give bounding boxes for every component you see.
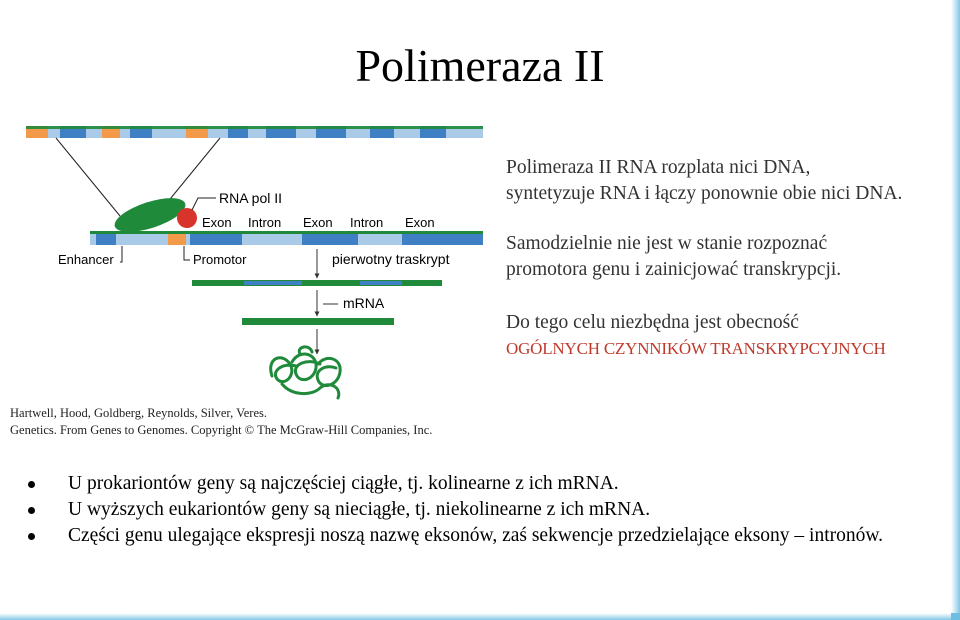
- rna-pol-pointer: [192, 198, 216, 210]
- text-line: Do tego celu niezbędna jest obecność: [506, 310, 886, 336]
- text-line: syntetyzuje RNA i łączy ponownie obie ni…: [506, 181, 902, 207]
- rna-pol-circle: [177, 208, 197, 228]
- exon-region-1: [190, 234, 242, 245]
- promotor-label: Promotor: [193, 252, 247, 267]
- promotor-pointer: [184, 246, 190, 260]
- bullet-item: U wyższych eukariontów geny są nieciągłe…: [28, 498, 928, 521]
- credit-line-2: Genetics. From Genes to Genomes. Copyrig…: [10, 422, 432, 439]
- exon-region-3: [402, 234, 483, 245]
- bullet-list: U prokariontów geny są najczęściej ciągł…: [28, 472, 928, 550]
- exon-region-2: [302, 234, 358, 245]
- text-line: Samodzielnie nie jest w stanie rozpoznać: [506, 231, 841, 257]
- mrna-label: mRNA: [343, 295, 385, 311]
- bullet-text: U wyższych eukariontów geny są nieciągłe…: [68, 499, 650, 520]
- highlight-text: OGÓLNYCH CZYNNIKÓW TRANSKRYPCYJNYCH: [506, 336, 886, 362]
- paragraph-general-factors: Do tego celu niezbędna jest obecność OGÓ…: [506, 310, 886, 362]
- bullet-text: Części genu ulegające ekspresji noszą na…: [68, 525, 883, 546]
- credit-line-1: Hartwell, Hood, Goldberg, Reynolds, Silv…: [10, 405, 432, 422]
- bullet-item: U prokariontów geny są najczęściej ciągł…: [28, 472, 928, 495]
- exon-label-3: Exon: [405, 215, 435, 230]
- slide-edge-bottom: [0, 613, 960, 620]
- text-line: promotora genu i zainicjować transkrypcj…: [506, 257, 841, 283]
- text-line: Polimeraza II RNA rozplata nici DNA,: [506, 155, 902, 181]
- rna-pol-label: RNA pol II: [219, 190, 282, 206]
- bullet-icon: [28, 533, 35, 540]
- enhancer-region: [96, 234, 116, 245]
- enhancer-label: Enhancer: [58, 252, 114, 267]
- primary-transcript: [192, 280, 442, 286]
- exon-label-2: Exon: [303, 215, 333, 230]
- bullet-icon: [28, 507, 35, 514]
- dna-strip-main: [90, 231, 483, 245]
- paragraph-promoter-recognition: Samodzielnie nie jest w stanie rozpoznać…: [506, 231, 841, 283]
- transcription-diagram: RNA pol II Exon Intron Exon Intron Exon …: [20, 118, 496, 400]
- enhancer-pointer: [120, 246, 122, 262]
- bullet-text: U prokariontów geny są najczęściej ciągł…: [68, 473, 619, 494]
- paragraph-polymerase-action: Polimeraza II RNA rozplata nici DNA, syn…: [506, 155, 902, 207]
- folded-product: [271, 347, 340, 398]
- intron-label-2: Intron: [350, 215, 383, 230]
- promotor-region: [168, 234, 186, 245]
- slide-edge-corner: [951, 613, 960, 620]
- zoom-line-right: [166, 138, 220, 204]
- mrna-strand: [242, 318, 394, 325]
- slide-title: Polimeraza II: [0, 38, 960, 94]
- figure-credit: Hartwell, Hood, Goldberg, Reynolds, Silv…: [10, 405, 432, 439]
- bullet-item: Części genu ulegające ekspresji noszą na…: [28, 524, 928, 547]
- primary-transcript-label: pierwotny traskrypt: [332, 251, 450, 267]
- intron-label-1: Intron: [248, 215, 281, 230]
- zoom-line-left: [56, 138, 120, 216]
- dna-strip-top: [26, 126, 483, 138]
- bullet-icon: [28, 481, 35, 488]
- exon-label-1: Exon: [202, 215, 232, 230]
